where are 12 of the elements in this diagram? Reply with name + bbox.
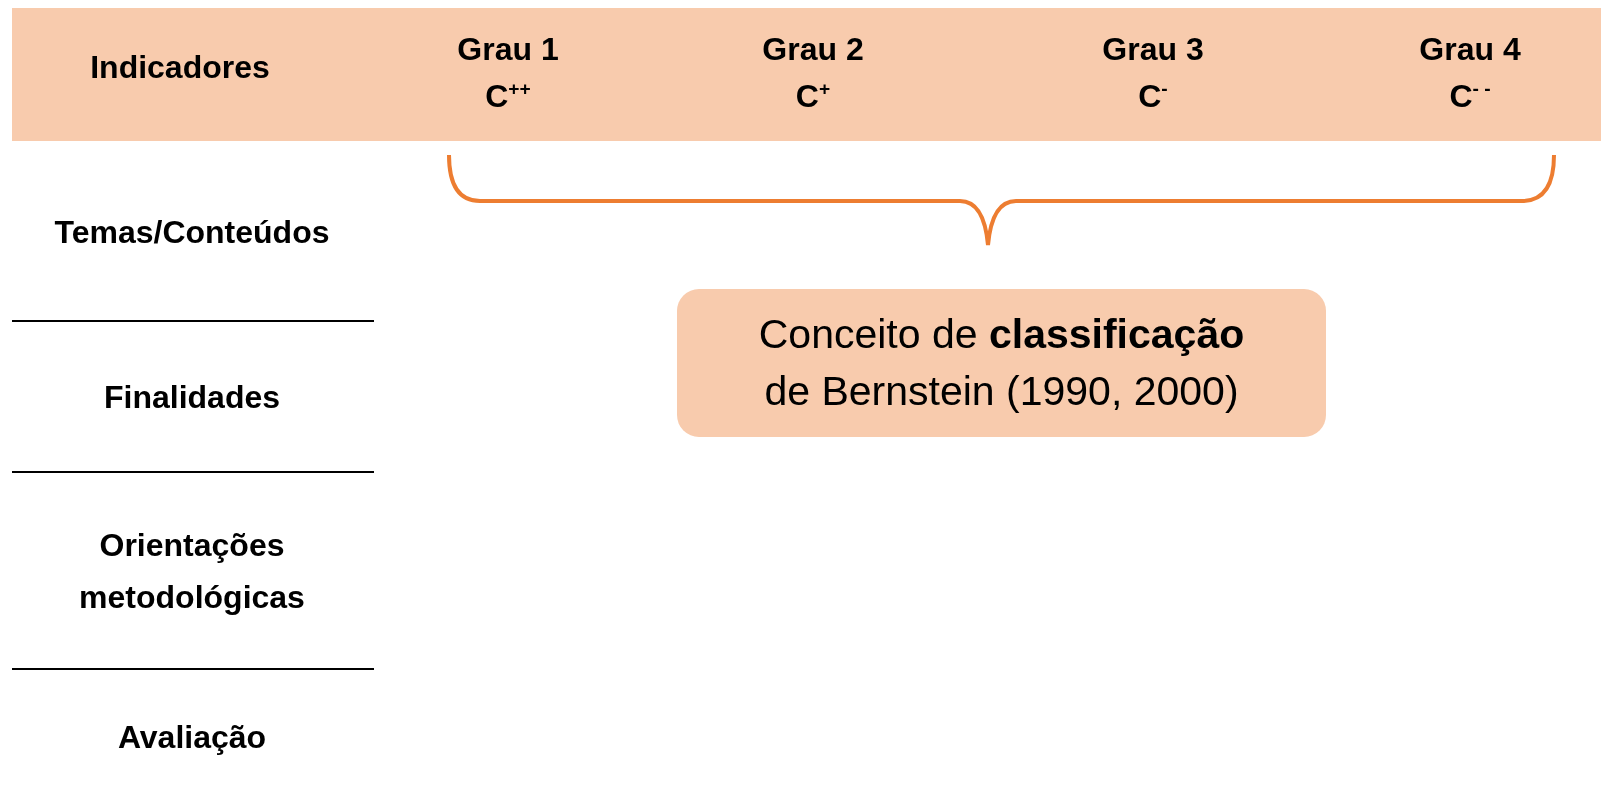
grade-header: Grau 1 C$^{++}$ <box>456 30 560 116</box>
row-label: Temas/Conteúdos <box>54 213 330 252</box>
grade-header: Grau 3 C$^{-}$ <box>1101 30 1205 116</box>
row-label: Finalidades <box>104 378 280 417</box>
header-band <box>12 8 1601 141</box>
grade-header: Grau 2 C$^{+}$ <box>761 30 865 116</box>
row-label: Avaliação <box>117 718 267 757</box>
grade-header: Grau 4 C$^{- -}$ <box>1418 30 1522 116</box>
column-header: Indicadores <box>90 47 270 87</box>
concept-box <box>677 289 1326 437</box>
concept-text: Conceito de classificação de Bernstein (1990, 2000) <box>757 310 1246 416</box>
row-label: Orientações metodológicas <box>78 526 306 617</box>
